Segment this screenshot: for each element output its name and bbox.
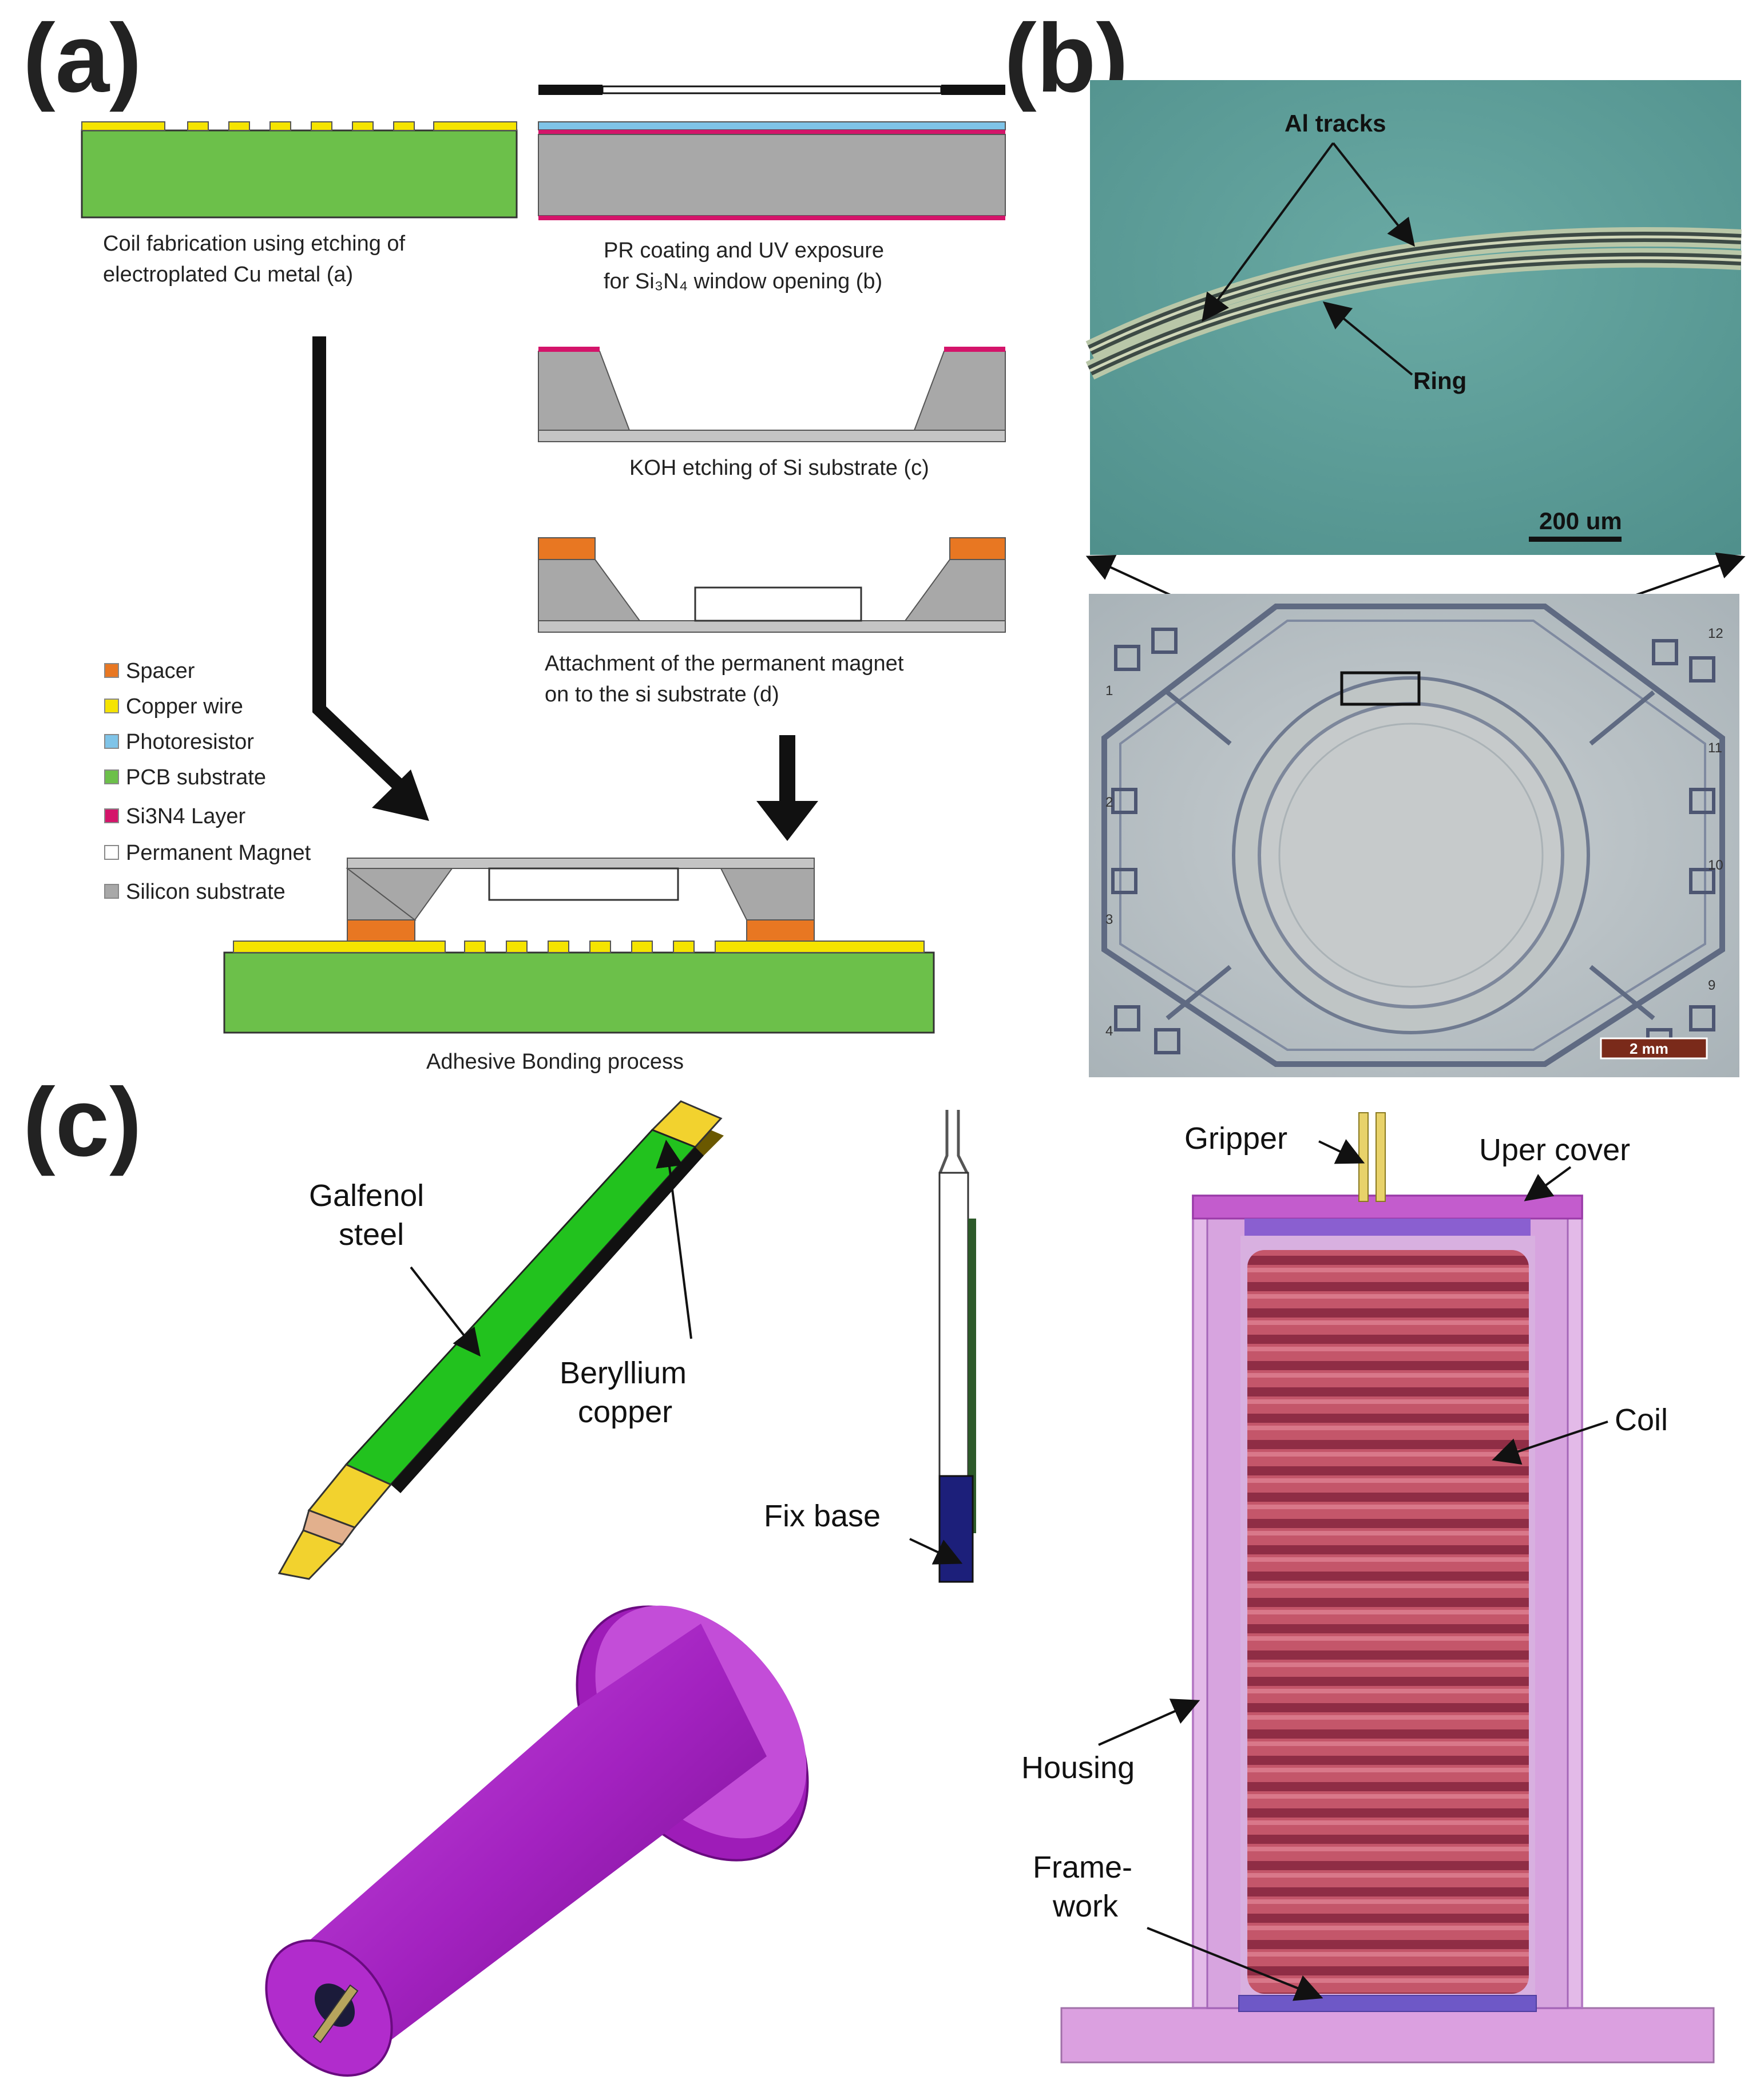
step-a-caption-line2: electroplated Cu metal (a) <box>103 263 353 287</box>
svg-text:Si3N4 Layer: Si3N4 Layer <box>126 804 245 828</box>
panel-a-process: Coil fabrication using etching of electr… <box>81 85 1006 1074</box>
ring-label: Ring <box>1413 367 1466 394</box>
process-arrow-left <box>312 336 429 821</box>
svg-text:Copper wire: Copper wire <box>126 695 243 719</box>
housing-assembly <box>1060 1112 1715 2064</box>
galfenol-label-line2: steel <box>339 1217 404 1252</box>
svg-text:2: 2 <box>1105 795 1113 810</box>
svg-text:10: 10 <box>1708 858 1723 873</box>
scale-label-top: 200 um <box>1539 507 1622 534</box>
bonded-assembly-diagram <box>223 858 935 1034</box>
scale-label-bottom: 2 mm <box>1630 1040 1668 1057</box>
step-a-diagram <box>81 121 518 219</box>
micrograph-top: Al tracks Ring 200 um <box>1085 80 1742 555</box>
framework-label-line2: work <box>1052 1889 1119 1923</box>
panel-label-a: (a) <box>23 4 142 113</box>
panel-label-c: (c) <box>23 1068 142 1177</box>
framework-label-line1: Frame- <box>1033 1850 1132 1884</box>
beryllium-label-line1: Beryllium <box>560 1356 687 1390</box>
step-b-caption-line1: PR coating and UV exposure <box>604 239 884 263</box>
step-b-diagram <box>538 85 1006 220</box>
legend-item-silicon-substrate: Silicon substrate <box>104 880 286 904</box>
fix-base-label: Fix base <box>764 1499 881 1533</box>
step-b-caption-line2: for Si₃N₄ window opening (b) <box>604 269 882 293</box>
galfenol-label-line1: Galfenol <box>309 1179 424 1213</box>
step-c-diagram <box>538 347 1006 442</box>
legend-item-copper-wire: Copper wire <box>104 695 243 719</box>
legend-item-pcb-substrate: PCB substrate <box>104 765 266 789</box>
step-a-caption-line1: Coil fabrication using etching of <box>103 232 406 256</box>
beryllium-label-line2: copper <box>578 1395 672 1429</box>
legend-item-photoresistor: Photoresistor <box>104 730 254 754</box>
svg-text:Photoresistor: Photoresistor <box>126 730 254 754</box>
panel-c-device: Galfenol steel Beryllium copper Fix base <box>265 1100 1715 2077</box>
step-d-diagram <box>538 537 1006 633</box>
svg-text:Permanent Magnet: Permanent Magnet <box>126 841 311 865</box>
housing-label: Housing <box>1021 1751 1135 1785</box>
coil-label: Coil <box>1615 1403 1668 1437</box>
svg-text:12: 12 <box>1708 626 1723 641</box>
upper-cover-label: Uper cover <box>1479 1133 1630 1167</box>
bonding-caption: Adhesive Bonding process <box>426 1050 684 1074</box>
svg-text:9: 9 <box>1708 978 1715 993</box>
device-photo: 1 2 3 4 12 11 10 9 2 mm <box>1089 594 1739 1077</box>
legend-item-spacer: Spacer <box>104 659 195 683</box>
process-arrow-down <box>756 735 818 841</box>
galfenol-rod <box>278 1100 724 1580</box>
rod-side-view <box>938 1110 976 1583</box>
step-c-caption: KOH etching of Si substrate (c) <box>629 456 929 480</box>
legend-item-permanent-magnet: Permanent Magnet <box>104 841 311 865</box>
zoom-region-box <box>1340 671 1421 706</box>
svg-text:Silicon substrate: Silicon substrate <box>126 880 286 904</box>
scale-bar-bottom <box>1600 1037 1708 1060</box>
panel-b-images: Al tracks Ring 200 um <box>1085 80 1746 1077</box>
legend-item-si3n4-layer: Si3N4 Layer <box>104 804 245 828</box>
al-tracks-label: Al tracks <box>1285 110 1386 137</box>
svg-text:4: 4 <box>1105 1023 1113 1039</box>
svg-text:1: 1 <box>1105 683 1113 699</box>
step-d-caption-line1: Attachment of the permanent magnet <box>545 652 904 676</box>
gripper-label: Gripper <box>1184 1121 1287 1156</box>
svg-text:11: 11 <box>1708 740 1722 756</box>
svg-text:3: 3 <box>1105 912 1113 927</box>
legend: Spacer Copper wire Photoresistor PCB sub… <box>104 659 311 904</box>
scale-bar-top <box>1529 537 1622 542</box>
svg-text:PCB substrate: PCB substrate <box>126 765 266 789</box>
svg-text:Spacer: Spacer <box>126 659 195 683</box>
step-d-caption-line2: on to the si substrate (d) <box>545 683 779 707</box>
bobbin-cylinder <box>265 1605 809 2077</box>
